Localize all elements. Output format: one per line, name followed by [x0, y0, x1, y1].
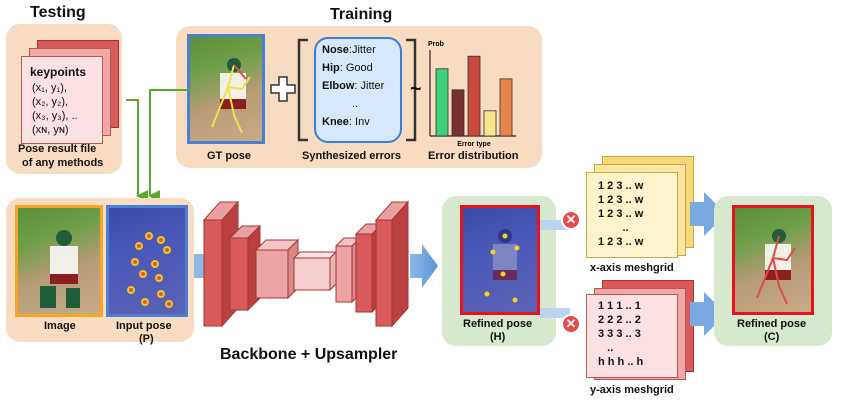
- error-distribution-chart: Prob Error type: [428, 41, 516, 148]
- plus-icon: [270, 76, 296, 102]
- error-distribution-label: Error distribution: [428, 150, 519, 162]
- error-nose: Nose:Jitter: [322, 44, 376, 56]
- synthesized-errors-box: [314, 37, 402, 143]
- multiply-icon-y: ✕: [561, 314, 581, 334]
- error-bar-3: [467, 55, 481, 137]
- x-grid-row-4: ..: [598, 222, 629, 234]
- synthesized-errors-label: Synthesized errors: [302, 150, 402, 162]
- gt-pose-image: [187, 34, 265, 144]
- bottleneck-block: [292, 250, 338, 292]
- error-ellipsis: ..: [352, 98, 359, 110]
- x-meshgrid-sheet: [586, 172, 678, 258]
- network-output-arrow: [410, 244, 438, 288]
- x-meshgrid-label: x-axis meshgrid: [590, 262, 674, 274]
- decoder-block-3: [374, 200, 410, 328]
- training-title: Training: [330, 6, 393, 23]
- error-bar-2: [451, 89, 465, 137]
- y-grid-row-2: 2 2 2 .. 2: [598, 314, 641, 326]
- y-meshgrid-sheet: [586, 294, 678, 378]
- keypoint-n: (xɴ, yɴ): [32, 124, 69, 136]
- refined-h-heatmap: [460, 205, 540, 315]
- x-grid-row-3: 1 2 3 .. w: [598, 208, 644, 220]
- error-bar-4: [483, 110, 497, 137]
- x-to-output-arrow: [690, 192, 726, 236]
- refined-c-image: [732, 205, 814, 315]
- error-elbow: Elbow: Jitter: [322, 80, 385, 92]
- refined-h-sub: (H): [490, 331, 506, 343]
- testing-title: Testing: [30, 4, 86, 21]
- input-pose-sub: (P): [139, 333, 154, 345]
- error-hip: Hip: Good: [322, 62, 373, 74]
- chart-xlabel: Error type: [457, 141, 491, 148]
- testing-to-input-arrow: [126, 99, 148, 202]
- gt-pose-label: GT pose: [207, 150, 252, 162]
- network-label: Backbone + Upsampler: [220, 346, 398, 363]
- y-grid-row-4: ..: [598, 342, 614, 354]
- x-grid-row-2: 1 2 3 .. w: [598, 194, 644, 206]
- pose-file-sheet: [21, 56, 103, 144]
- image-label: Image: [44, 320, 76, 332]
- pose-file-caption-1: Pose result file: [18, 143, 97, 155]
- x-grid-row-5: 1 2 3 .. w: [598, 236, 644, 248]
- output-arrows: [690, 192, 726, 336]
- training-to-input-arrow: [148, 89, 190, 202]
- left-bracket: [296, 38, 310, 147]
- refined-h-label: Refined pose: [463, 318, 533, 330]
- x-grid-row-1: 1 2 3 .. w: [598, 180, 644, 192]
- network-input-arrow: [194, 254, 206, 278]
- error-bar-5: [499, 78, 513, 137]
- y-grid-row-1: 1 1 1 .. 1: [598, 300, 641, 312]
- tilde-symbol: ~: [410, 78, 422, 100]
- input-pose-heatmap: [106, 205, 188, 317]
- encoder-block-3: [254, 238, 300, 300]
- y-to-output-arrow: [690, 292, 726, 336]
- y-grid-row-3: 3 3 3 .. 3: [598, 328, 641, 340]
- refined-c-label: Refined pose: [737, 318, 807, 330]
- refined-c-sub: (C): [764, 331, 780, 343]
- y-meshgrid-label: y-axis meshgrid: [590, 384, 674, 396]
- keypoint-2: (x₂, y₂),: [32, 96, 69, 108]
- right-bracket: [404, 38, 418, 147]
- keypoint-1: (x₁, y₁),: [32, 82, 67, 94]
- pose-file-caption-2: of any methods: [22, 157, 104, 169]
- keypoint-3: (x₃, y₃), ..: [32, 110, 78, 122]
- gt-pose-skeleton: [211, 58, 251, 134]
- error-knee: Knee: Inv: [322, 116, 370, 128]
- chart-ylabel: Prob: [428, 41, 444, 48]
- input-image: [15, 205, 103, 317]
- keypoints-title: keypoints: [30, 65, 87, 79]
- multiply-icon-x: ✕: [561, 210, 581, 230]
- input-pose-label: Input pose: [116, 320, 172, 332]
- y-grid-row-5: h h h .. h: [598, 356, 644, 368]
- error-bar-1: [435, 68, 449, 137]
- network-diagram: [194, 200, 438, 328]
